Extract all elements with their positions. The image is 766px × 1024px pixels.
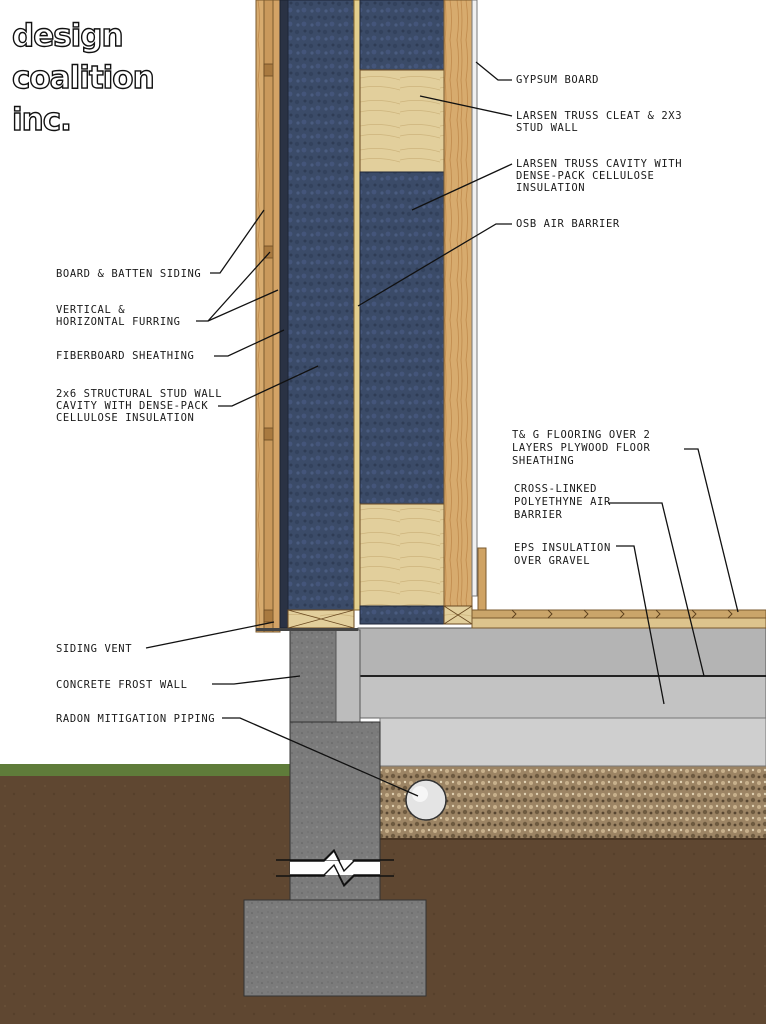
label-osb-air-barrier: OSB AIR BARRIER (516, 218, 620, 230)
larsen-cavity (359, 171, 445, 505)
grass (0, 764, 290, 776)
svg-text:BOARD & BATTEN SIDING: BOARD & BATTEN SIDING (56, 268, 201, 280)
logo-line-2: coalition (12, 60, 154, 96)
fiberboard-sheathing (279, 0, 289, 629)
leader-larsen-cavity (411, 163, 513, 211)
svg-text:INSULATION: INSULATION (516, 182, 585, 194)
leader-larsen-cleat (419, 95, 513, 117)
larsen-truss-cleat-lower (359, 503, 445, 607)
svg-text:OSB AIR BARRIER: OSB AIR BARRIER (516, 218, 620, 230)
gypsum-board (471, 0, 478, 597)
leader-gypsum-board (475, 61, 512, 81)
svg-text:EPS INSULATION: EPS INSULATION (514, 542, 611, 554)
svg-text:GYPSUM BOARD: GYPSUM BOARD (516, 74, 599, 86)
svg-text:STUD WALL: STUD WALL (516, 122, 578, 134)
label-frost-wall: CONCRETE FROST WALL (56, 679, 188, 691)
leader-osb-air-barrier (357, 223, 512, 307)
label-air-barrier: CROSS-LINKED POLYETHYNE AIR BARRIER (514, 483, 611, 521)
label-furring: VERTICAL & HORIZONTAL FURRING (56, 304, 181, 328)
leader-radon (222, 717, 419, 797)
leader-fiberboard (214, 329, 285, 357)
svg-text:LAYERS PLYWOOD FLOOR: LAYERS PLYWOOD FLOOR (512, 442, 651, 454)
svg-text:CROSS-LINKED: CROSS-LINKED (514, 483, 597, 495)
svg-text:SHEATHING: SHEATHING (512, 455, 574, 467)
label-gypsum-board: GYPSUM BOARD (516, 74, 599, 86)
label-larsen-cavity: LARSEN TRUSS CAVITY WITH DENSE-PACK CELL… (516, 158, 682, 194)
board-batten-siding (255, 0, 265, 633)
leader-flooring (684, 448, 739, 613)
logo-line-1: design (12, 18, 123, 54)
logo-line-3: inc. (12, 102, 71, 138)
larsen-cavity-top (359, 0, 445, 71)
radon-pipe (405, 779, 447, 821)
eps-insulation (357, 675, 766, 719)
leader-frost-wall (212, 675, 301, 685)
svg-text:LARSEN TRUSS CAVITY WITH: LARSEN TRUSS CAVITY WITH (516, 158, 682, 170)
flooring-joints (511, 609, 733, 619)
concrete-slab (357, 627, 766, 677)
label-radon: RADON MITIGATION PIPING (56, 713, 215, 725)
svg-text:2x6 STRUCTURAL STUD WALL: 2x6 STRUCTURAL STUD WALL (56, 388, 222, 400)
structural-cavity-insulation (287, 0, 355, 611)
svg-text:CELLULOSE INSULATION: CELLULOSE INSULATION (56, 412, 194, 424)
svg-text:DENSE-PACK CELLULOSE: DENSE-PACK CELLULOSE (516, 170, 654, 182)
svg-text:FIBERBOARD SHEATHING: FIBERBOARD SHEATHING (56, 350, 194, 362)
label-eps: EPS INSULATION OVER GRAVEL (514, 542, 611, 567)
label-flooring: T& G FLOORING OVER 2 LAYERS PLYWOOD FLOO… (512, 429, 651, 467)
leader-structural-stud (218, 365, 319, 407)
concrete-footing (243, 899, 427, 997)
eps-lower (379, 717, 766, 767)
slab-edge-insulation (335, 629, 361, 723)
svg-text:HORIZONTAL FURRING: HORIZONTAL FURRING (56, 316, 181, 328)
plywood-sheathing (471, 617, 766, 629)
svg-text:VERTICAL &: VERTICAL & (56, 304, 125, 316)
label-larsen-cleat: LARSEN TRUSS CLEAT & 2X3 STUD WALL (516, 110, 682, 134)
leader-board-batten (210, 209, 265, 274)
company-logo: design coalition inc. (8, 10, 155, 140)
baseboard (477, 547, 487, 611)
svg-text:BARRIER: BARRIER (514, 509, 563, 521)
leader-eps (616, 545, 665, 705)
leader-air-barrier (608, 502, 705, 677)
label-fiberboard: FIBERBOARD SHEATHING (56, 350, 194, 362)
svg-text:RADON MITIGATION PIPING: RADON MITIGATION PIPING (56, 713, 215, 725)
svg-text:CAVITY WITH DENSE-PACK: CAVITY WITH DENSE-PACK (56, 400, 208, 412)
svg-text:SIDING VENT: SIDING VENT (56, 643, 132, 655)
svg-text:CONCRETE FROST WALL: CONCRETE FROST WALL (56, 679, 188, 691)
svg-text:T& G FLOORING OVER 2: T& G FLOORING OVER 2 (512, 429, 650, 441)
svg-text:LARSEN TRUSS CLEAT & 2X3: LARSEN TRUSS CLEAT & 2X3 (516, 110, 682, 122)
label-structural-stud: 2x6 STRUCTURAL STUD WALL CAVITY WITH DEN… (56, 388, 222, 424)
leader-furring-horizontal (207, 289, 279, 322)
svg-text:OVER GRAVEL: OVER GRAVEL (514, 555, 590, 567)
label-board-batten: BOARD & BATTEN SIDING (56, 268, 201, 280)
larsen-truss-cleat-upper (359, 69, 445, 173)
label-siding-vent: SIDING VENT (56, 643, 132, 655)
svg-text:POLYETHYNE AIR: POLYETHYNE AIR (514, 496, 611, 508)
interior-2x3-stud (443, 0, 473, 607)
leader-siding-vent (145, 621, 275, 649)
horizontal-furring (272, 0, 281, 633)
vertical-furring (263, 0, 274, 633)
